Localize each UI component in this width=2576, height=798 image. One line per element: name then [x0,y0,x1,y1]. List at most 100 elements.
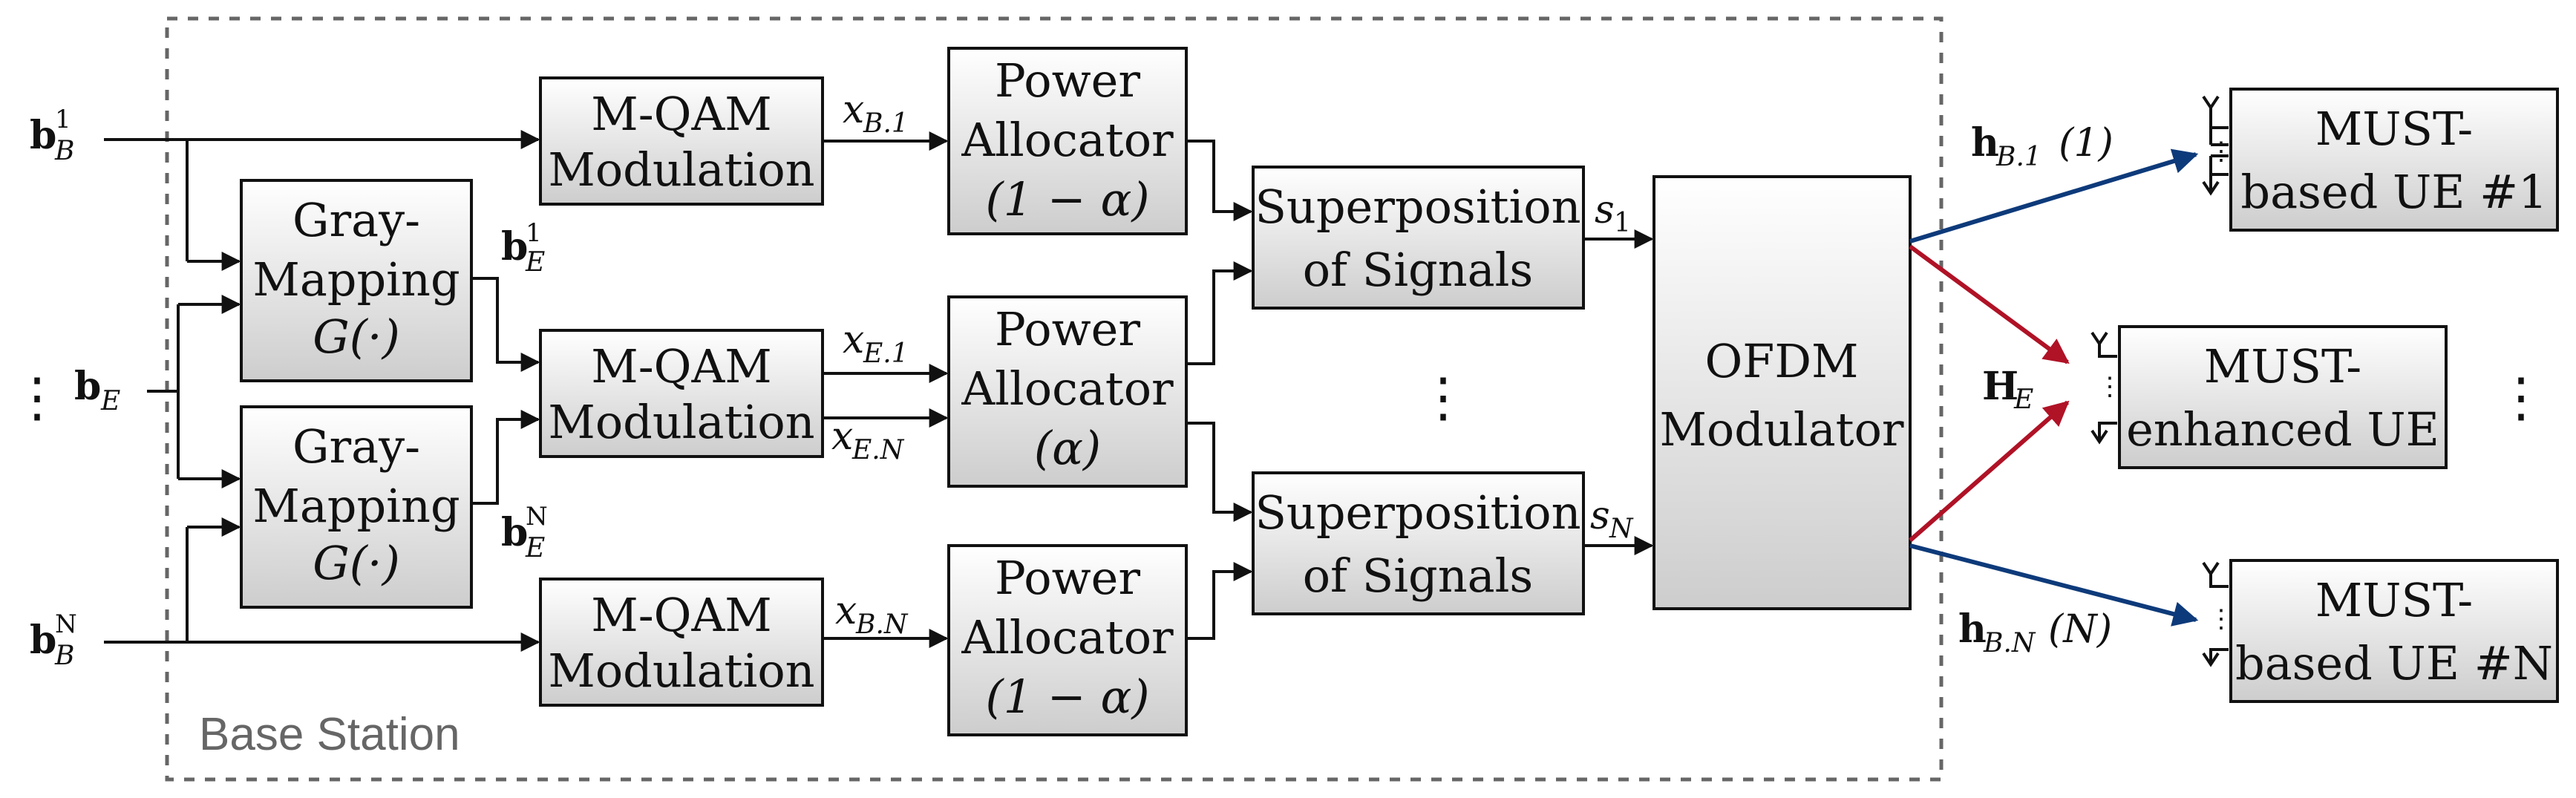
ue-block-n: MUST- based UE #N [2229,559,2559,703]
svg-text:Allocator: Allocator [961,113,1174,167]
base-station-label: Base Station [199,709,460,760]
mqam-block-e: M-QAM Modulation [539,329,824,458]
svg-text:1: 1 [55,105,71,134]
right-vertical-ellipsis: ⋮ [2494,366,2548,428]
power-allocator-e: Power Allocator (α) [947,295,1188,488]
gray-mapping-block-2: Gray- Mapping G(·) [240,405,473,609]
label-he: H E [1982,364,2033,415]
svg-text:B.N: B.N [855,609,909,640]
svg-text:Modulation: Modulation [548,395,814,449]
svg-text:s: s [1595,188,1615,232]
label-ben: b N E [501,502,548,563]
label-hn: h B.N (N) [1958,606,2112,658]
input-bbn: b N B [30,609,77,671]
svg-text:N: N [1609,514,1634,544]
label-xen: x E.N [831,414,905,465]
left-vertical-ellipsis: ⋮ [10,366,64,428]
gray-mapping-block-1: Gray- Mapping G(·) [240,179,473,382]
input-be: b E [74,364,120,416]
svg-text:b: b [501,510,528,555]
svg-text:x: x [831,414,853,459]
input-wires [104,130,540,652]
pa-output-wires [1186,140,1253,640]
superposition-block-n: Superposition of Signals [1252,471,1585,615]
svg-text:OFDM: OFDM [1704,334,1858,388]
ofdm-modulator-block: OFDM Modulator [1653,175,1912,610]
svg-text:Power: Power [995,551,1140,605]
ue-block-1: MUST- based UE #1 [2229,88,2559,232]
superposition-block-1: Superposition of Signals [1252,166,1585,310]
svg-text:M-QAM: M-QAM [591,339,772,393]
svg-text:Allocator: Allocator [961,610,1174,664]
ue-block-enhanced: MUST- enhanced UE [2118,325,2448,469]
svg-text:s: s [1590,494,1610,538]
svg-text:E: E [525,247,545,278]
svg-text:b: b [30,618,56,663]
svg-text:h: h [1958,606,1987,652]
svg-text:N: N [526,502,548,532]
gray-output-wires [471,277,540,505]
svg-text:b: b [74,364,101,409]
svg-text:Superposition: Superposition [1255,180,1580,234]
svg-text:Gray-: Gray- [292,419,420,474]
svg-text:B: B [54,641,74,671]
svg-text:based UE #1: based UE #1 [2240,165,2547,219]
antenna-uee: ⋮ [2090,331,2122,445]
svg-text:MUST-: MUST- [2315,102,2474,156]
label-be1: b 1 E [501,218,545,278]
power-allocator-b1: Power Allocator (1 − α) [947,47,1188,235]
svg-text:b: b [30,113,56,158]
svg-text:x: x [843,318,864,362]
mqam-block-b1: M-QAM Modulation [539,76,824,206]
svg-text:MUST-: MUST- [2315,573,2474,627]
mqam-block-bn: M-QAM Modulation [539,578,824,707]
label-xbn: x B.N [835,589,909,640]
svg-text:(1 − α): (1 − α) [985,670,1149,724]
antenna-ue1: ⋮ [2202,95,2234,196]
svg-text:(α): (α) [1034,421,1101,475]
svg-text:of Signals: of Signals [1303,549,1534,603]
svg-text:of Signals: of Signals [1303,243,1534,297]
channel-links [1909,148,2199,627]
svg-text:(1 − α): (1 − α) [985,172,1149,226]
svg-text:Modulator: Modulator [1659,402,1903,457]
svg-text:B.N: B.N [1983,628,2036,658]
antenna-uen: ⋮ [2202,561,2234,667]
label-sn: s N [1590,494,1634,544]
svg-text:Allocator: Allocator [961,362,1174,416]
svg-text:Superposition: Superposition [1255,485,1580,540]
svg-text:E.N: E.N [851,435,905,465]
power-allocator-bn: Power Allocator (1 − α) [947,544,1188,736]
svg-text:B.1: B.1 [863,108,909,139]
svg-text:M-QAM: M-QAM [591,588,772,642]
svg-text:G(·): G(·) [313,536,400,590]
svg-text:based UE #N: based UE #N [2235,636,2553,690]
svg-text:Mapping: Mapping [252,479,460,533]
svg-text:B: B [54,136,74,166]
svg-text:Power: Power [995,53,1140,108]
middle-vertical-ellipsis: ⋮ [1416,366,1470,428]
svg-text:Mapping: Mapping [252,252,460,307]
label-h1: h B.1 (1) [1971,120,2114,172]
svg-text:E: E [525,533,545,563]
superposition-output-wires [1583,229,1654,555]
svg-text:M-QAM: M-QAM [591,87,772,141]
svg-text:(N): (N) [2048,607,2112,652]
svg-text:h: h [1971,120,1999,166]
svg-text:MUST-: MUST- [2204,339,2362,393]
svg-text:E: E [2013,385,2033,415]
label-xb1: x B.1 [843,88,909,139]
svg-text:G(·): G(·) [313,310,400,364]
svg-text:(1): (1) [2059,121,2114,166]
mqam-output-wires [823,131,949,648]
svg-text:Power: Power [995,302,1140,356]
svg-text:H: H [1982,364,2018,409]
svg-text:E.1: E.1 [863,339,909,369]
svg-text:B.1: B.1 [1995,142,2041,172]
svg-text:1: 1 [526,218,542,248]
input-bb1: b 1 B [30,105,74,166]
svg-text:x: x [843,88,864,132]
svg-text:Gray-: Gray- [292,193,420,247]
svg-text:Modulation: Modulation [548,143,814,197]
